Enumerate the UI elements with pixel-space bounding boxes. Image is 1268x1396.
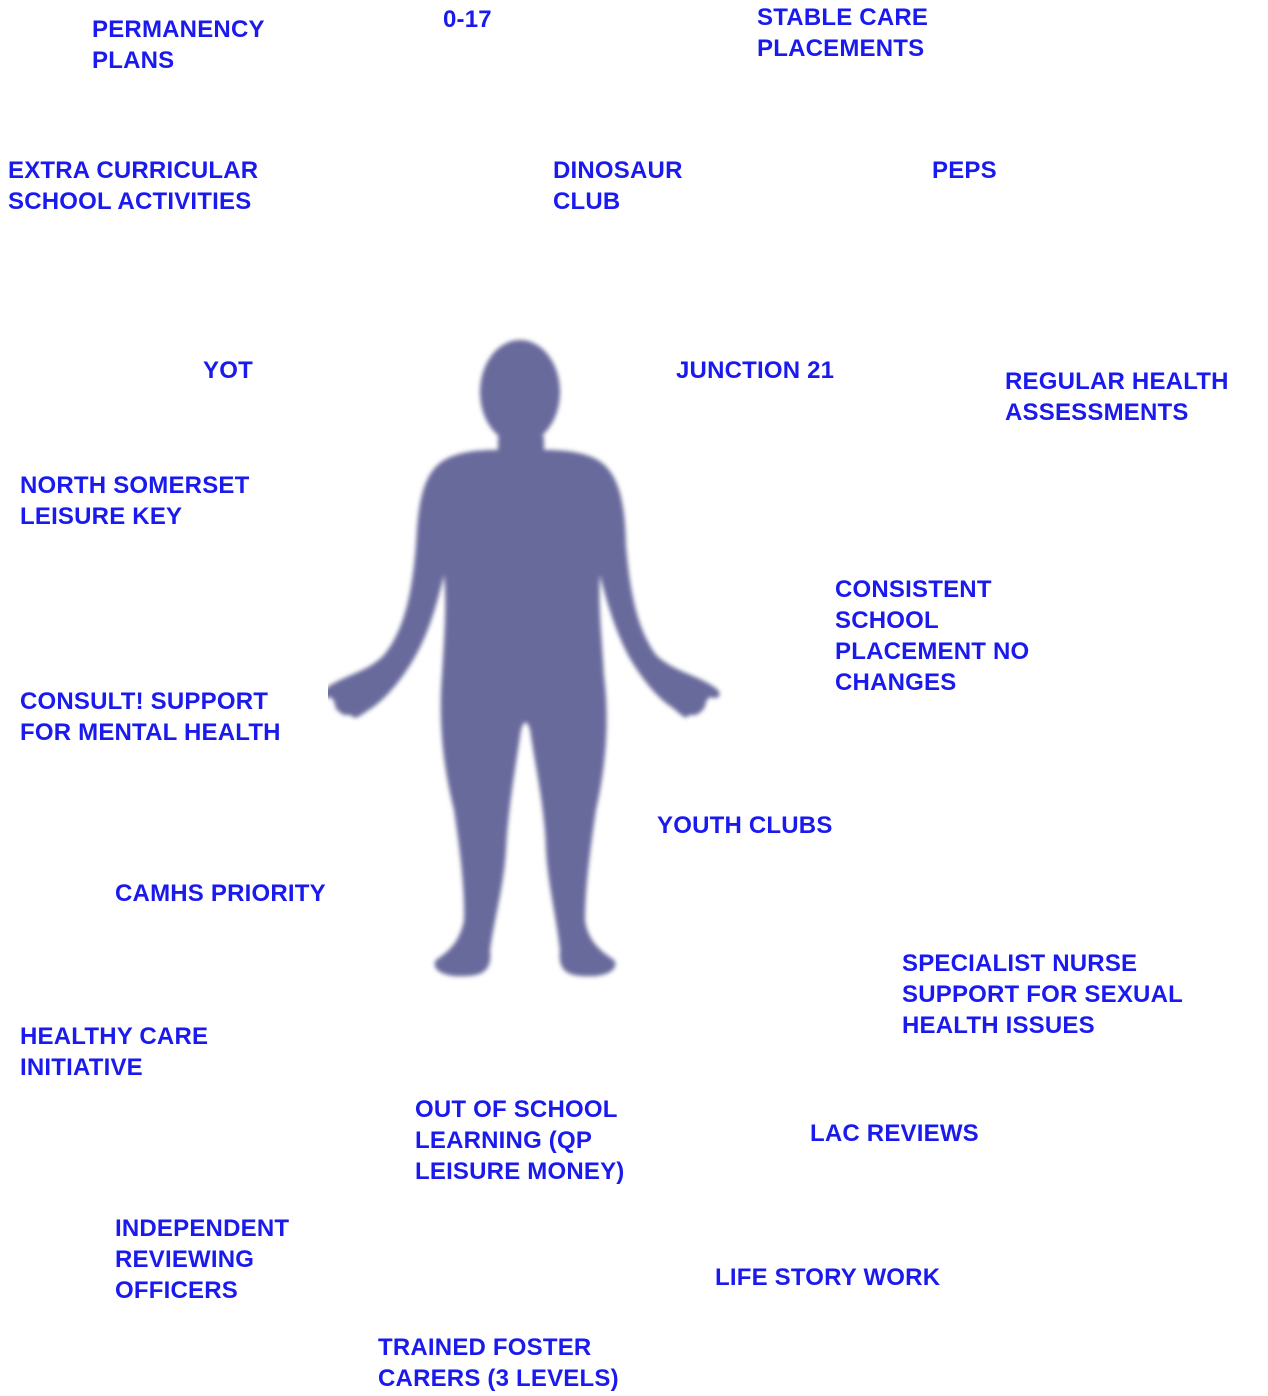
label-line: INITIATIVE	[20, 1052, 208, 1083]
label-line: LEARNING (QP	[415, 1125, 624, 1156]
label-line: YOUTH CLUBS	[657, 810, 833, 841]
label-line: CLUB	[553, 186, 683, 217]
label-line: LEISURE MONEY)	[415, 1156, 624, 1187]
label-line: LIFE STORY WORK	[715, 1262, 940, 1293]
label-line: DINOSAUR	[553, 155, 683, 186]
label-line: HEALTHY CARE	[20, 1021, 208, 1052]
label-line: SCHOOL	[835, 605, 1029, 636]
label-line: ASSESSMENTS	[1005, 397, 1229, 428]
label-line: REVIEWING	[115, 1244, 289, 1275]
label-life-story-work: LIFE STORY WORK	[715, 1262, 940, 1293]
label-line: OFFICERS	[115, 1275, 289, 1306]
label-line: CONSULT! SUPPORT	[20, 686, 281, 717]
label-line: PLACEMENT NO	[835, 636, 1029, 667]
label-line: SCHOOL ACTIVITIES	[8, 186, 258, 217]
label-line: PLANS	[92, 45, 265, 76]
label-line: CARERS (3 LEVELS)	[378, 1363, 619, 1394]
label-line: PEPS	[932, 155, 997, 186]
label-line: OUT OF SCHOOL	[415, 1094, 624, 1125]
label-line: LEISURE KEY	[20, 501, 249, 532]
label-line: PERMANENCY	[92, 14, 265, 45]
label-lac-reviews: LAC REVIEWS	[810, 1118, 979, 1149]
label-line: HEALTH ISSUES	[902, 1010, 1183, 1041]
label-age-range: 0-17	[443, 4, 492, 35]
label-line: NORTH SOMERSET	[20, 470, 249, 501]
label-line: EXTRA CURRICULAR	[8, 155, 258, 186]
label-line: 0-17	[443, 4, 492, 35]
label-line: SPECIALIST NURSE	[902, 948, 1183, 979]
label-line: STABLE CARE	[757, 2, 928, 33]
label-line: REGULAR HEALTH	[1005, 366, 1229, 397]
label-line: PLACEMENTS	[757, 33, 928, 64]
label-line: SUPPORT FOR SEXUAL	[902, 979, 1183, 1010]
human-silhouette-icon	[320, 330, 750, 990]
label-camhs-priority: CAMHS PRIORITY	[115, 878, 326, 909]
label-line: INDEPENDENT	[115, 1213, 289, 1244]
label-yot: YOT	[203, 355, 253, 386]
label-junction-21: JUNCTION 21	[676, 355, 834, 386]
label-line: JUNCTION 21	[676, 355, 834, 386]
label-youth-clubs: YOUTH CLUBS	[657, 810, 833, 841]
label-peps: PEPS	[932, 155, 997, 186]
label-line: CONSISTENT	[835, 574, 1029, 605]
label-line: CAMHS PRIORITY	[115, 878, 326, 909]
label-line: CHANGES	[835, 667, 1029, 698]
label-line: TRAINED FOSTER	[378, 1332, 619, 1363]
label-line: YOT	[203, 355, 253, 386]
label-line: LAC REVIEWS	[810, 1118, 979, 1149]
label-line: FOR MENTAL HEALTH	[20, 717, 281, 748]
